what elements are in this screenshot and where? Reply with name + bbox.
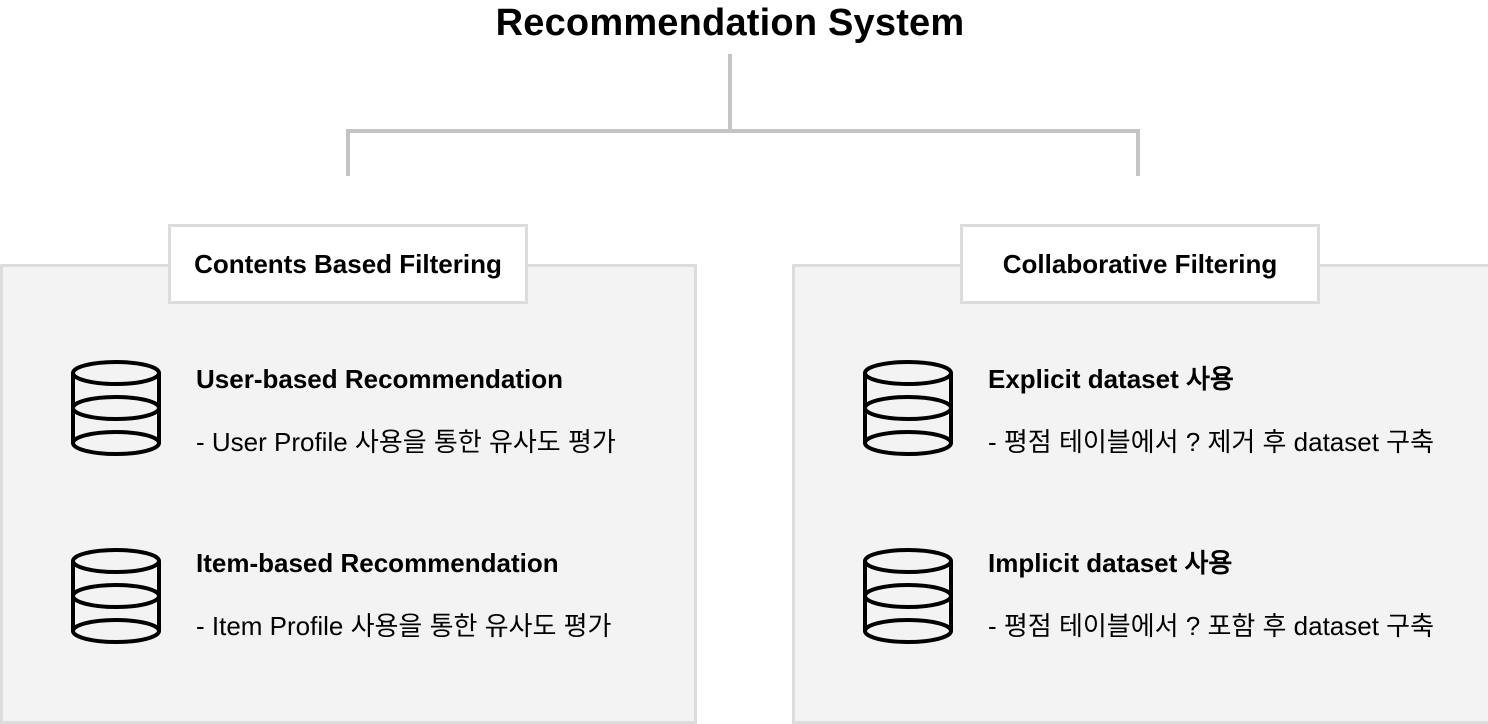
database-icon (863, 548, 953, 644)
database-icon (71, 548, 161, 644)
collaborative-filtering-text: Collaborative Filtering (1002, 248, 1278, 279)
implicit-dataset-heading: Implicit dataset 사용 (988, 548, 1233, 578)
tree-connector (346, 54, 1140, 176)
database-icon (71, 360, 161, 456)
contents-based-panel (0, 264, 697, 724)
diagram-title: Recommendation System (495, 2, 965, 44)
implicit-dataset-description: - 평점 테이블에서 ? 포함 후 dataset 구축 (988, 611, 1435, 641)
item-based-recommendation-description: - Item Profile 사용을 통한 유사도 평가 (196, 611, 612, 641)
database-icon (863, 360, 953, 456)
user-based-recommendation-heading: User-based Recommendation (196, 364, 563, 394)
user-based-recommendation-description: - User Profile 사용을 통한 유사도 평가 (196, 427, 616, 457)
collaborative-filtering-label: Collaborative Filtering (960, 224, 1320, 304)
item-based-recommendation-heading: Item-based Recommendation (196, 548, 559, 578)
explicit-dataset-description: - 평점 테이블에서 ? 제거 후 dataset 구축 (988, 427, 1435, 457)
contents-based-filtering-label: Contents Based Filtering (168, 224, 528, 304)
contents-based-filtering-text: Contents Based Filtering (194, 248, 502, 279)
explicit-dataset-heading: Explicit dataset 사용 (988, 364, 1234, 394)
collaborative-panel (792, 264, 1488, 724)
